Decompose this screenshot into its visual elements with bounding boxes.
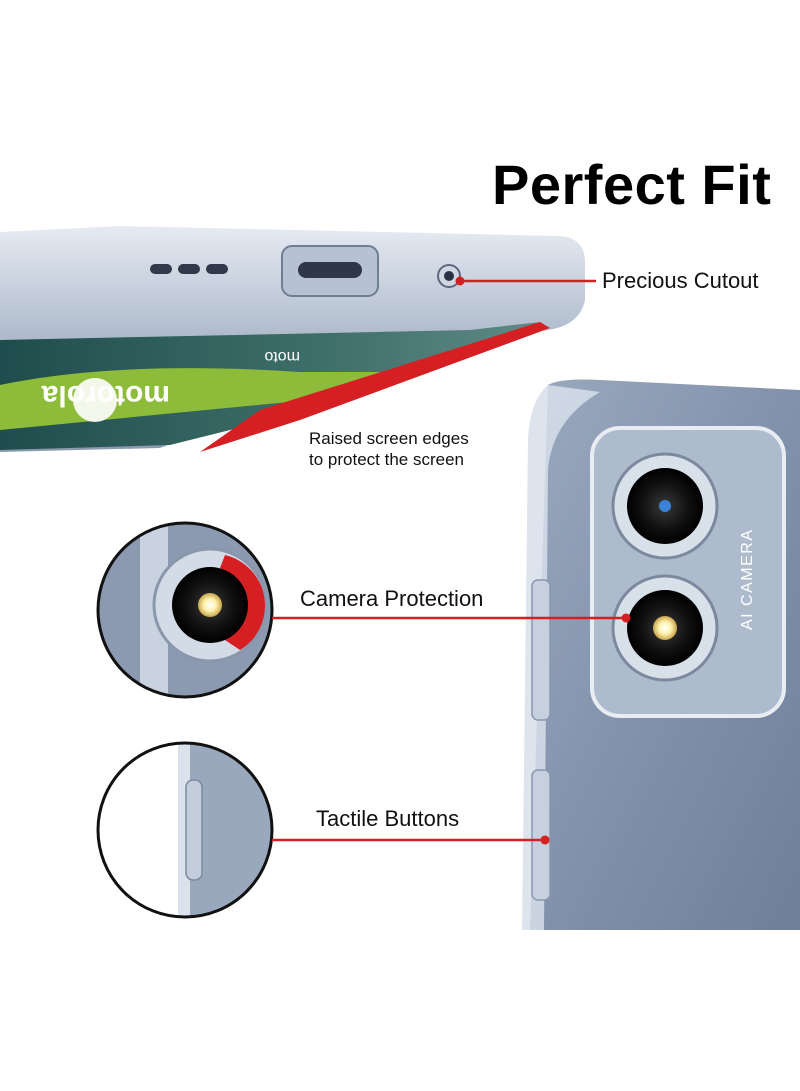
screen-edge-note: Raised screen edges to protect the scree… bbox=[309, 428, 469, 470]
page-title: Perfect Fit bbox=[492, 153, 772, 216]
side-button-power bbox=[531, 769, 551, 901]
cutout-label: Precious Cutout bbox=[602, 268, 759, 293]
camera-callout-dot bbox=[621, 613, 631, 623]
screen-edge-note-line2: to protect the screen bbox=[309, 450, 464, 469]
ai-camera-text: AI CAMERA bbox=[739, 528, 756, 630]
buttons-callout-dot bbox=[540, 835, 550, 845]
camera-protection-label: Camera Protection bbox=[300, 586, 484, 611]
side-button-volume bbox=[531, 579, 551, 721]
camera-closeup-inset bbox=[96, 521, 274, 699]
motorola-logo-text: motorola bbox=[41, 379, 170, 412]
moto-logo-text: moto bbox=[264, 348, 300, 365]
speaker-grille bbox=[150, 264, 228, 274]
phone-bottom-view: moto motorola bbox=[0, 226, 585, 452]
screen-edge-note-line1: Raised screen edges bbox=[309, 429, 469, 448]
phone-back-view: AI CAMERA bbox=[522, 379, 800, 930]
cutout-callout-dot bbox=[455, 276, 465, 286]
buttons-closeup-inset bbox=[96, 741, 274, 919]
tactile-buttons-label: Tactile Buttons bbox=[316, 806, 460, 831]
